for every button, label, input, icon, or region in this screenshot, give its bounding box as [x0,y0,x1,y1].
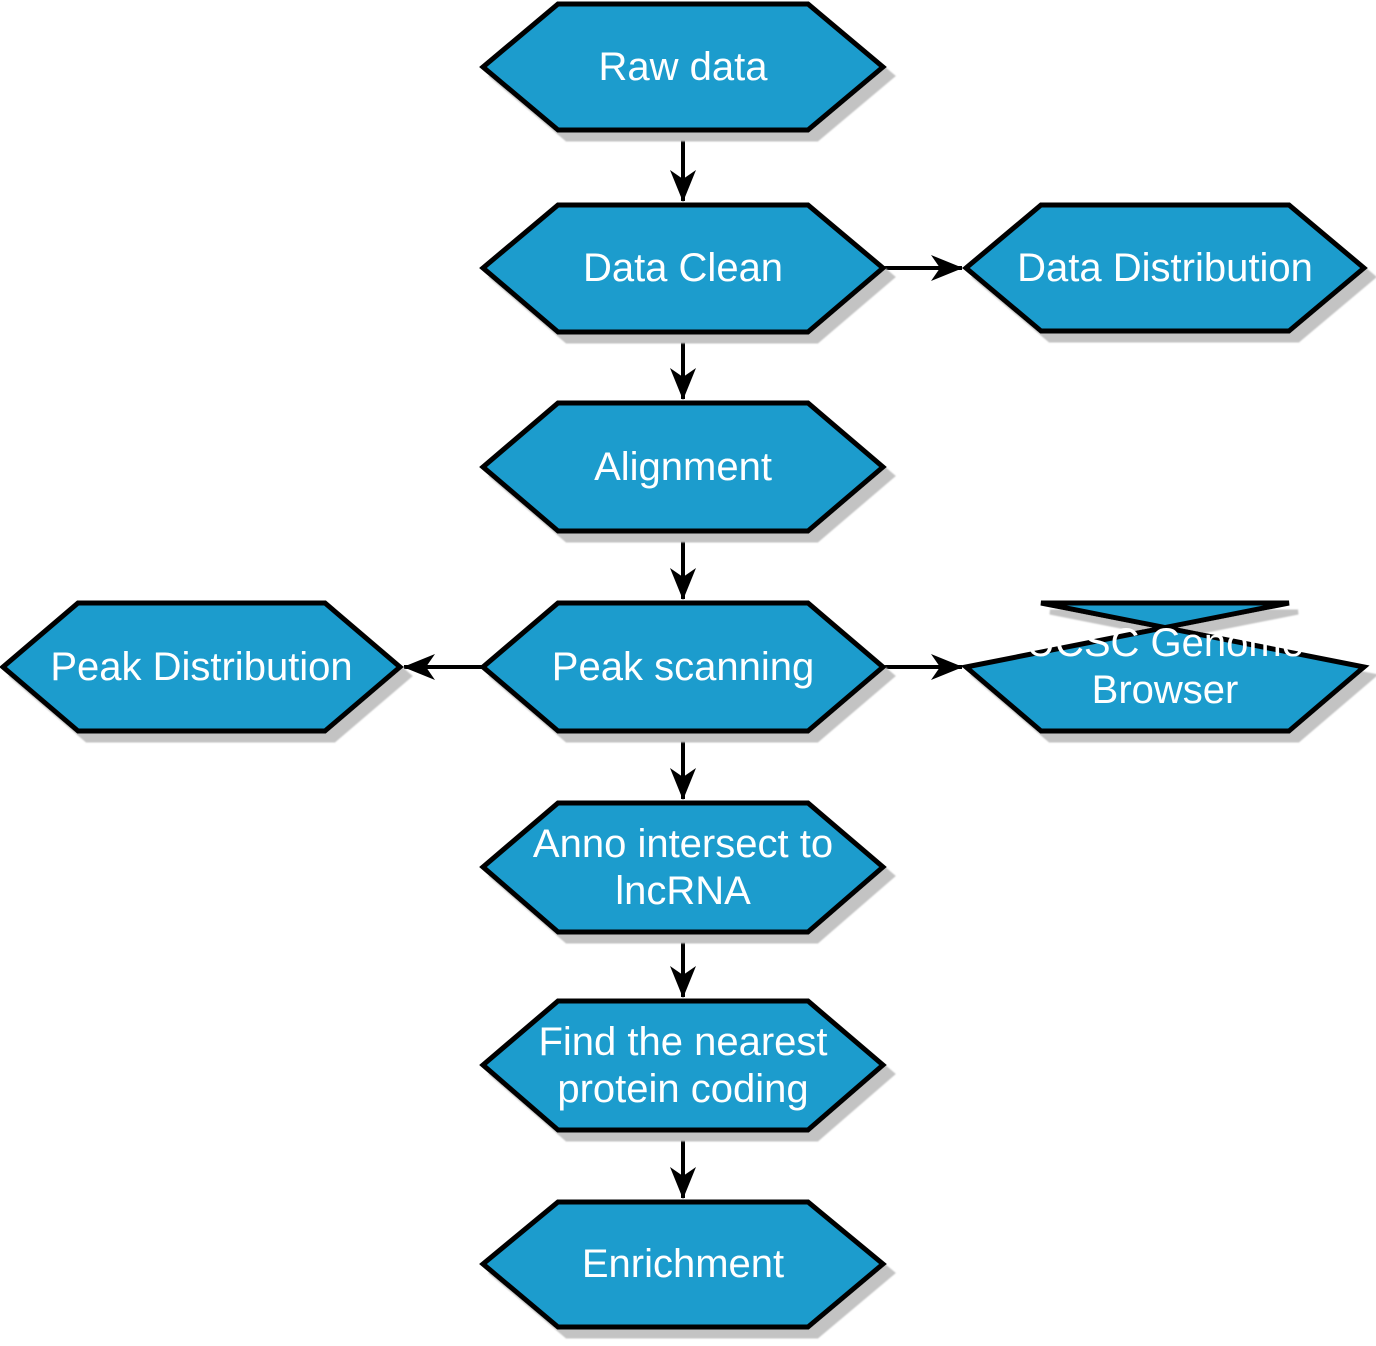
node-find-nearest-shape [479,998,887,1133]
node-peak-distribution-shape [0,600,404,734]
node-data-distribution-shape [962,202,1368,334]
node-raw-data-shape [479,1,887,133]
node-ucsc-genome-browser-shape [960,600,1370,734]
node-enrichment-shape [479,1199,887,1330]
node-data-clean-shape [479,202,887,335]
node-anno-intersect-shape [479,800,887,935]
node-peak-scanning-shape [479,600,887,734]
node-alignment-shape [479,400,887,534]
edge-layer [403,130,963,1199]
